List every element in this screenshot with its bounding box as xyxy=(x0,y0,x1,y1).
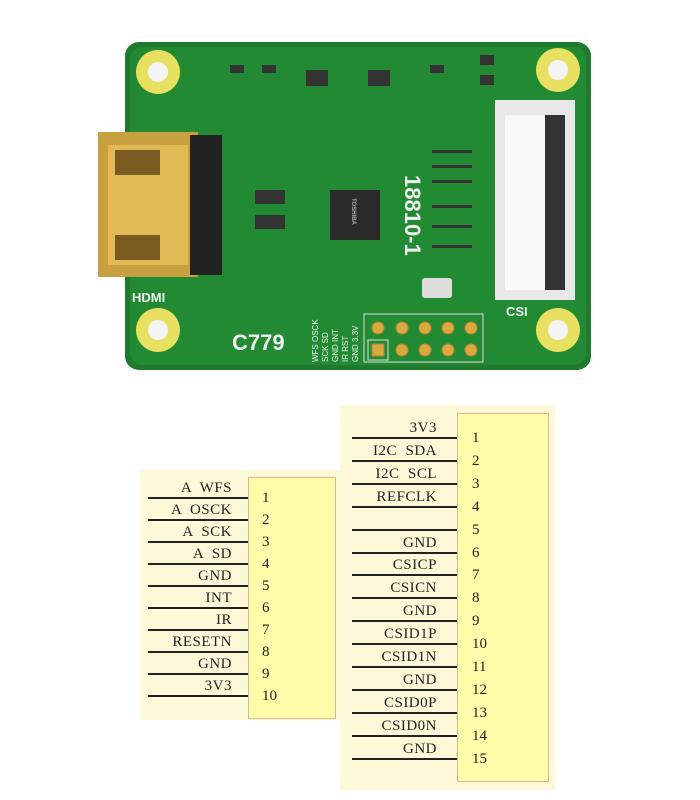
pin-number: 7 xyxy=(262,622,270,638)
pin-number: 8 xyxy=(472,590,480,607)
pin-number: 12 xyxy=(472,681,487,698)
pin-line xyxy=(352,574,457,577)
pin-number: 7 xyxy=(472,567,480,584)
pin-number: 14 xyxy=(472,727,487,744)
pin-number: 2 xyxy=(262,512,270,528)
pin-label: GND xyxy=(403,603,437,620)
model-silk-label: C779 xyxy=(232,330,285,355)
pin-number: 3 xyxy=(262,534,270,550)
pin-line xyxy=(352,666,457,668)
header-silk-label: WFS OSCK xyxy=(311,319,320,362)
pin-number: 5 xyxy=(472,521,480,538)
pin-label: A SCK xyxy=(182,524,232,540)
pin-label: 3V3 xyxy=(409,420,437,436)
crystal xyxy=(422,278,452,298)
pin-line xyxy=(148,541,248,543)
header-silk-label: GND INT xyxy=(331,329,340,362)
pin-label: CSID1N xyxy=(381,649,437,665)
pin-line xyxy=(352,711,457,714)
pin-label: GND xyxy=(403,671,437,688)
pin-label: GND xyxy=(198,656,232,672)
mounting-hole-icon xyxy=(136,48,580,352)
pin-label: CSICP xyxy=(392,557,437,574)
pin-line xyxy=(352,505,457,508)
pin-number: 6 xyxy=(262,600,270,616)
pin-line xyxy=(352,551,457,554)
pin-number: 9 xyxy=(472,613,480,630)
audio-header-body xyxy=(248,477,336,719)
pin-line xyxy=(352,734,457,737)
csi-connector xyxy=(495,100,575,300)
pin-line xyxy=(148,651,248,653)
pin-label: CSID0N xyxy=(381,717,437,734)
pin-line xyxy=(352,643,457,646)
header-silk-label: IR RST xyxy=(341,336,350,362)
csi-silk-label: CSI xyxy=(506,304,528,319)
pin-number: 10 xyxy=(472,636,487,653)
pin-number: 4 xyxy=(472,498,480,515)
pin-line xyxy=(352,459,457,462)
pin-number: 4 xyxy=(262,556,270,572)
pin-label: A OSCK xyxy=(170,502,232,518)
header-silk-label: SCK SD xyxy=(321,332,330,362)
pin-label: CSID0P xyxy=(383,694,437,711)
bridge-chip xyxy=(330,190,380,240)
pin-label: A SD xyxy=(192,546,232,562)
pin-line xyxy=(352,620,457,623)
part-silk-label: 18810-1 xyxy=(400,175,425,256)
pin-number: 11 xyxy=(472,659,487,675)
csi-header-body xyxy=(457,413,549,782)
pin-number: 8 xyxy=(262,644,270,660)
pin-line xyxy=(352,597,457,600)
header-silk-label: GND 3.3V xyxy=(351,325,360,362)
pin-line xyxy=(148,695,248,697)
pin-label: RESETN xyxy=(172,634,232,650)
pin-line xyxy=(148,673,248,675)
pin-line xyxy=(352,437,457,439)
pin-label: GND xyxy=(403,740,437,757)
pin-line xyxy=(352,757,457,760)
pin-number: 5 xyxy=(262,578,270,594)
pin-number: 1 xyxy=(262,490,270,506)
chip-text: TOSHIBA xyxy=(350,198,356,226)
hdmi-silk-label: HDMI xyxy=(132,290,165,305)
pin-label: GND xyxy=(198,568,232,584)
hdmi-connector xyxy=(98,132,222,277)
pin-label: I2C SDA xyxy=(372,442,437,459)
pin-number: 9 xyxy=(262,666,270,682)
pin-number: 13 xyxy=(472,704,487,721)
pin-line xyxy=(148,607,248,609)
pin-number: 6 xyxy=(472,544,480,561)
pin-label: INT xyxy=(205,590,232,606)
pin-line xyxy=(352,688,457,691)
pin-line xyxy=(148,519,248,521)
pin-number: 10 xyxy=(262,688,277,704)
pin-line xyxy=(148,629,248,631)
pin-header xyxy=(363,313,484,363)
pin-label: GND xyxy=(403,534,437,551)
pin-line xyxy=(148,563,248,565)
pcb-photo: HDMI C779 CSI 18810-1 TOSHIBA WFS OSCK S… xyxy=(98,42,591,370)
pin-label: A WFS xyxy=(180,480,232,496)
pin-label: CSICN xyxy=(390,580,437,597)
pin-number: 1 xyxy=(472,430,480,446)
pin-label: CSID1P xyxy=(383,626,437,643)
pin-number: 3 xyxy=(472,475,480,492)
pin-number: 2 xyxy=(472,452,480,469)
pin-label: IR xyxy=(216,612,232,628)
pin-label: REFCLK xyxy=(376,488,437,505)
pin-line xyxy=(148,585,248,587)
pin-line xyxy=(352,528,457,531)
smd-components xyxy=(230,55,494,248)
pin-line xyxy=(148,497,248,499)
pin-number: 15 xyxy=(472,750,487,767)
pin-label: 3V3 xyxy=(204,678,232,694)
pin-line xyxy=(352,482,457,485)
pin-label: I2C SCL xyxy=(375,465,437,482)
